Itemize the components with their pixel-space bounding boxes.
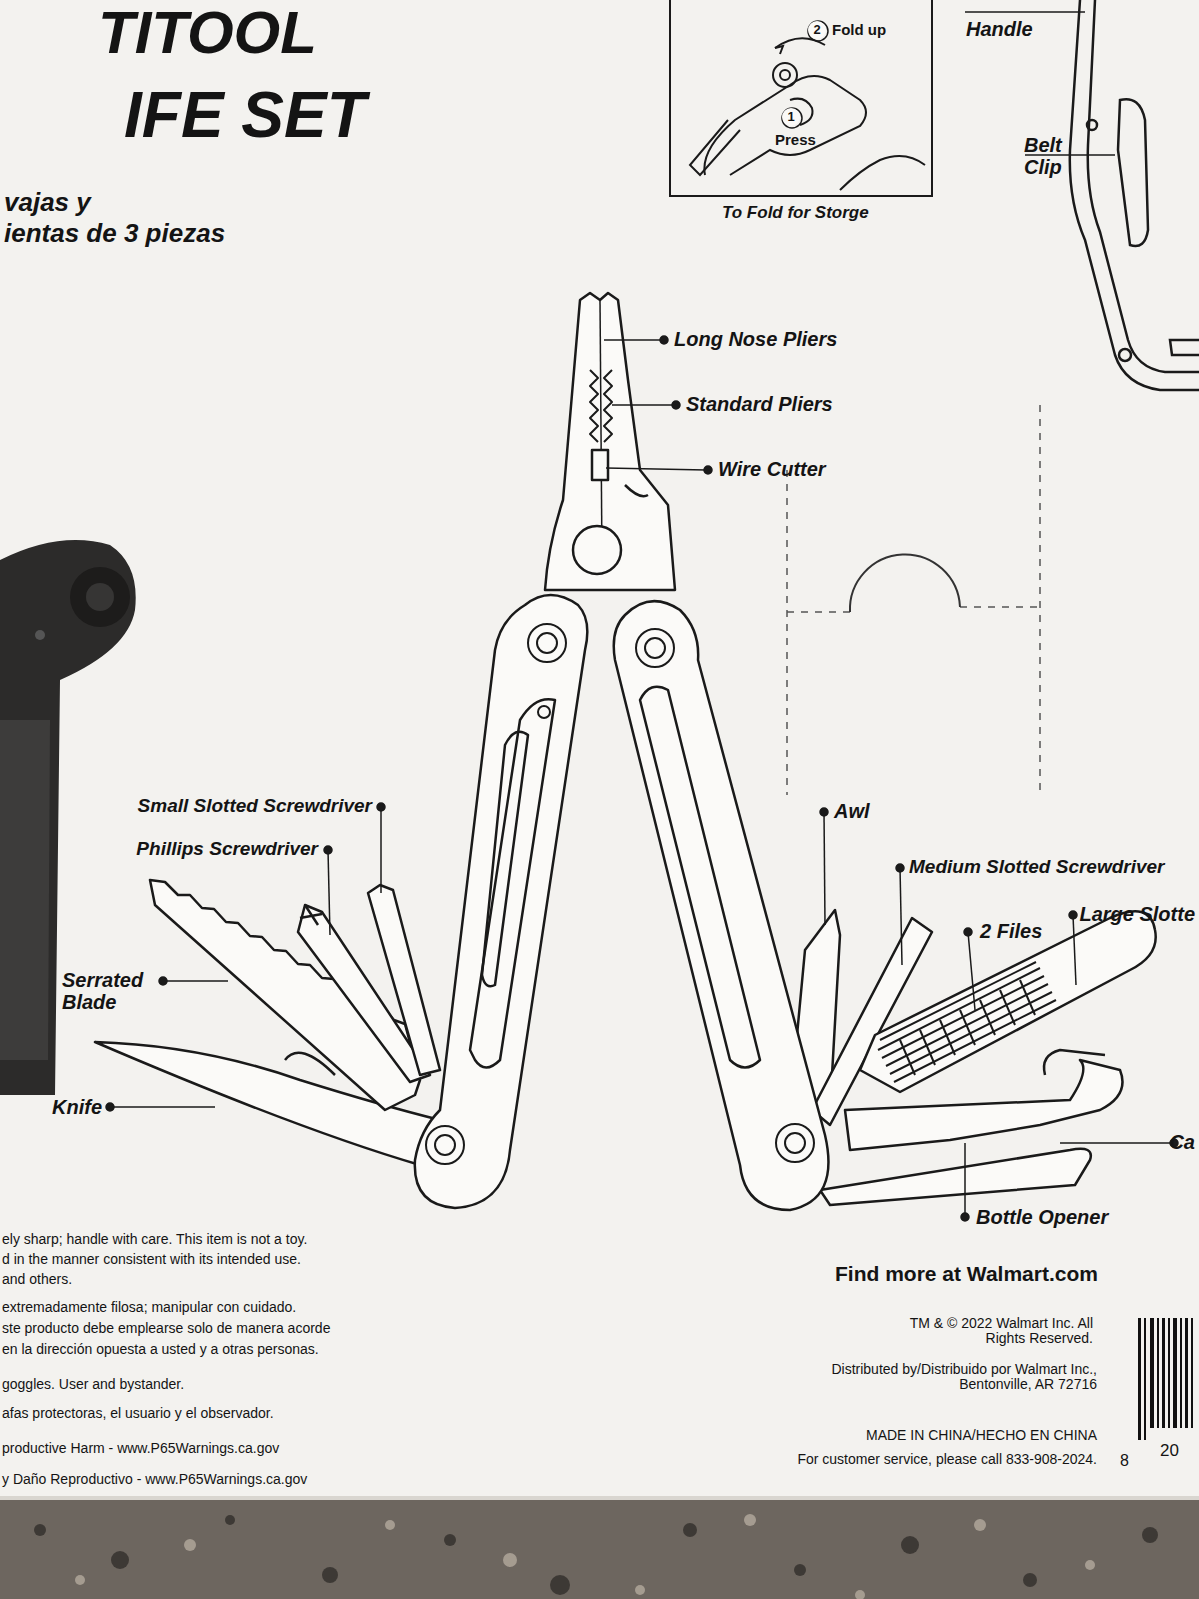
warning-text: ste producto debe emplearse solo de mane… bbox=[2, 1321, 330, 1336]
part-label: Small Slotted Screwdriver bbox=[138, 796, 372, 817]
part-label: Large Slotte bbox=[1079, 903, 1195, 925]
title-text: IFE SET bbox=[124, 80, 366, 150]
warning-text: and others. bbox=[2, 1272, 72, 1287]
multitool-drawing bbox=[95, 293, 1156, 1210]
granite-speckles bbox=[34, 1515, 1158, 1595]
right-handle bbox=[614, 601, 829, 1210]
distributor-text: Distributed by/Distribuido por Walmart I… bbox=[827, 1362, 1097, 1393]
warning-text: afas protectoras, el usuario y el observ… bbox=[2, 1406, 274, 1421]
file bbox=[860, 911, 1156, 1092]
barcode-digit: 8 bbox=[1120, 1452, 1129, 1470]
part-label: Standard Pliers bbox=[686, 393, 833, 415]
warning-text: goggles. User and bystander. bbox=[2, 1377, 184, 1392]
service-text: For customer service, please call 833-90… bbox=[797, 1452, 1097, 1467]
warning-text: y Daño Reproductivo - www.P65Warnings.ca… bbox=[2, 1472, 307, 1487]
warning-text: productive Harm - www.P65Warnings.ca.gov bbox=[2, 1441, 279, 1456]
website-text: Find more at Walmart.com bbox=[835, 1262, 1098, 1285]
step-label: Press bbox=[775, 132, 816, 149]
small-slotted-screwdriver bbox=[368, 885, 440, 1075]
left-handle bbox=[415, 595, 588, 1208]
screws bbox=[426, 624, 814, 1164]
part-label: Knife bbox=[52, 1096, 102, 1118]
fold-instruction-box bbox=[670, 0, 932, 196]
knife-side-view bbox=[1070, 0, 1199, 390]
part-label: Phillips Screwdriver bbox=[136, 839, 318, 860]
warning-text: d in the manner consistent with its inte… bbox=[2, 1252, 301, 1267]
barcode-digit: 20 bbox=[1160, 1442, 1179, 1461]
part-label: 2 Files bbox=[980, 920, 1042, 942]
step-label: Fold up bbox=[832, 22, 886, 39]
origin-text: MADE IN CHINA/HECHO EN CHINA bbox=[866, 1428, 1097, 1443]
granite-light-speckles bbox=[75, 1514, 1095, 1599]
part-label: Wire Cutter bbox=[718, 458, 826, 480]
step-number: 1 bbox=[782, 108, 800, 126]
part-label: Belt Clip bbox=[1024, 134, 1079, 178]
warning-text: en la dirección opuesta a usted y a otra… bbox=[2, 1342, 319, 1357]
lower-blade bbox=[820, 1149, 1091, 1205]
copyright-text: TM & © 2022 Walmart Inc. All Rights Rese… bbox=[888, 1316, 1093, 1347]
counter-surface bbox=[0, 1498, 1199, 1599]
subtitle-text: vajas y bbox=[4, 188, 91, 217]
file-hatching bbox=[878, 962, 1056, 1082]
part-label: Medium Slotted Screwdriver bbox=[909, 857, 1165, 878]
figure-caption: To Fold for Storge bbox=[722, 204, 869, 223]
step-number: 2 bbox=[808, 21, 826, 39]
warning-text: extremadamente filosa; manipular con cui… bbox=[2, 1300, 296, 1315]
part-label: Awl bbox=[834, 800, 870, 822]
title-text: TITOOL bbox=[98, 0, 317, 66]
pliers-head bbox=[545, 293, 675, 590]
part-label: Ca bbox=[1169, 1131, 1195, 1153]
part-label: Serrated Blade bbox=[62, 969, 157, 1013]
part-label: Bottle Opener bbox=[976, 1206, 1108, 1228]
subtitle-text: ientas de 3 piezas bbox=[4, 219, 225, 248]
leader-lines bbox=[106, 336, 1178, 1221]
warning-text: ely sharp; handle with care. This item i… bbox=[2, 1232, 307, 1247]
part-label: Handle bbox=[966, 18, 1033, 40]
part-label: Long Nose Pliers bbox=[674, 328, 837, 350]
barcode bbox=[1138, 1318, 1193, 1440]
